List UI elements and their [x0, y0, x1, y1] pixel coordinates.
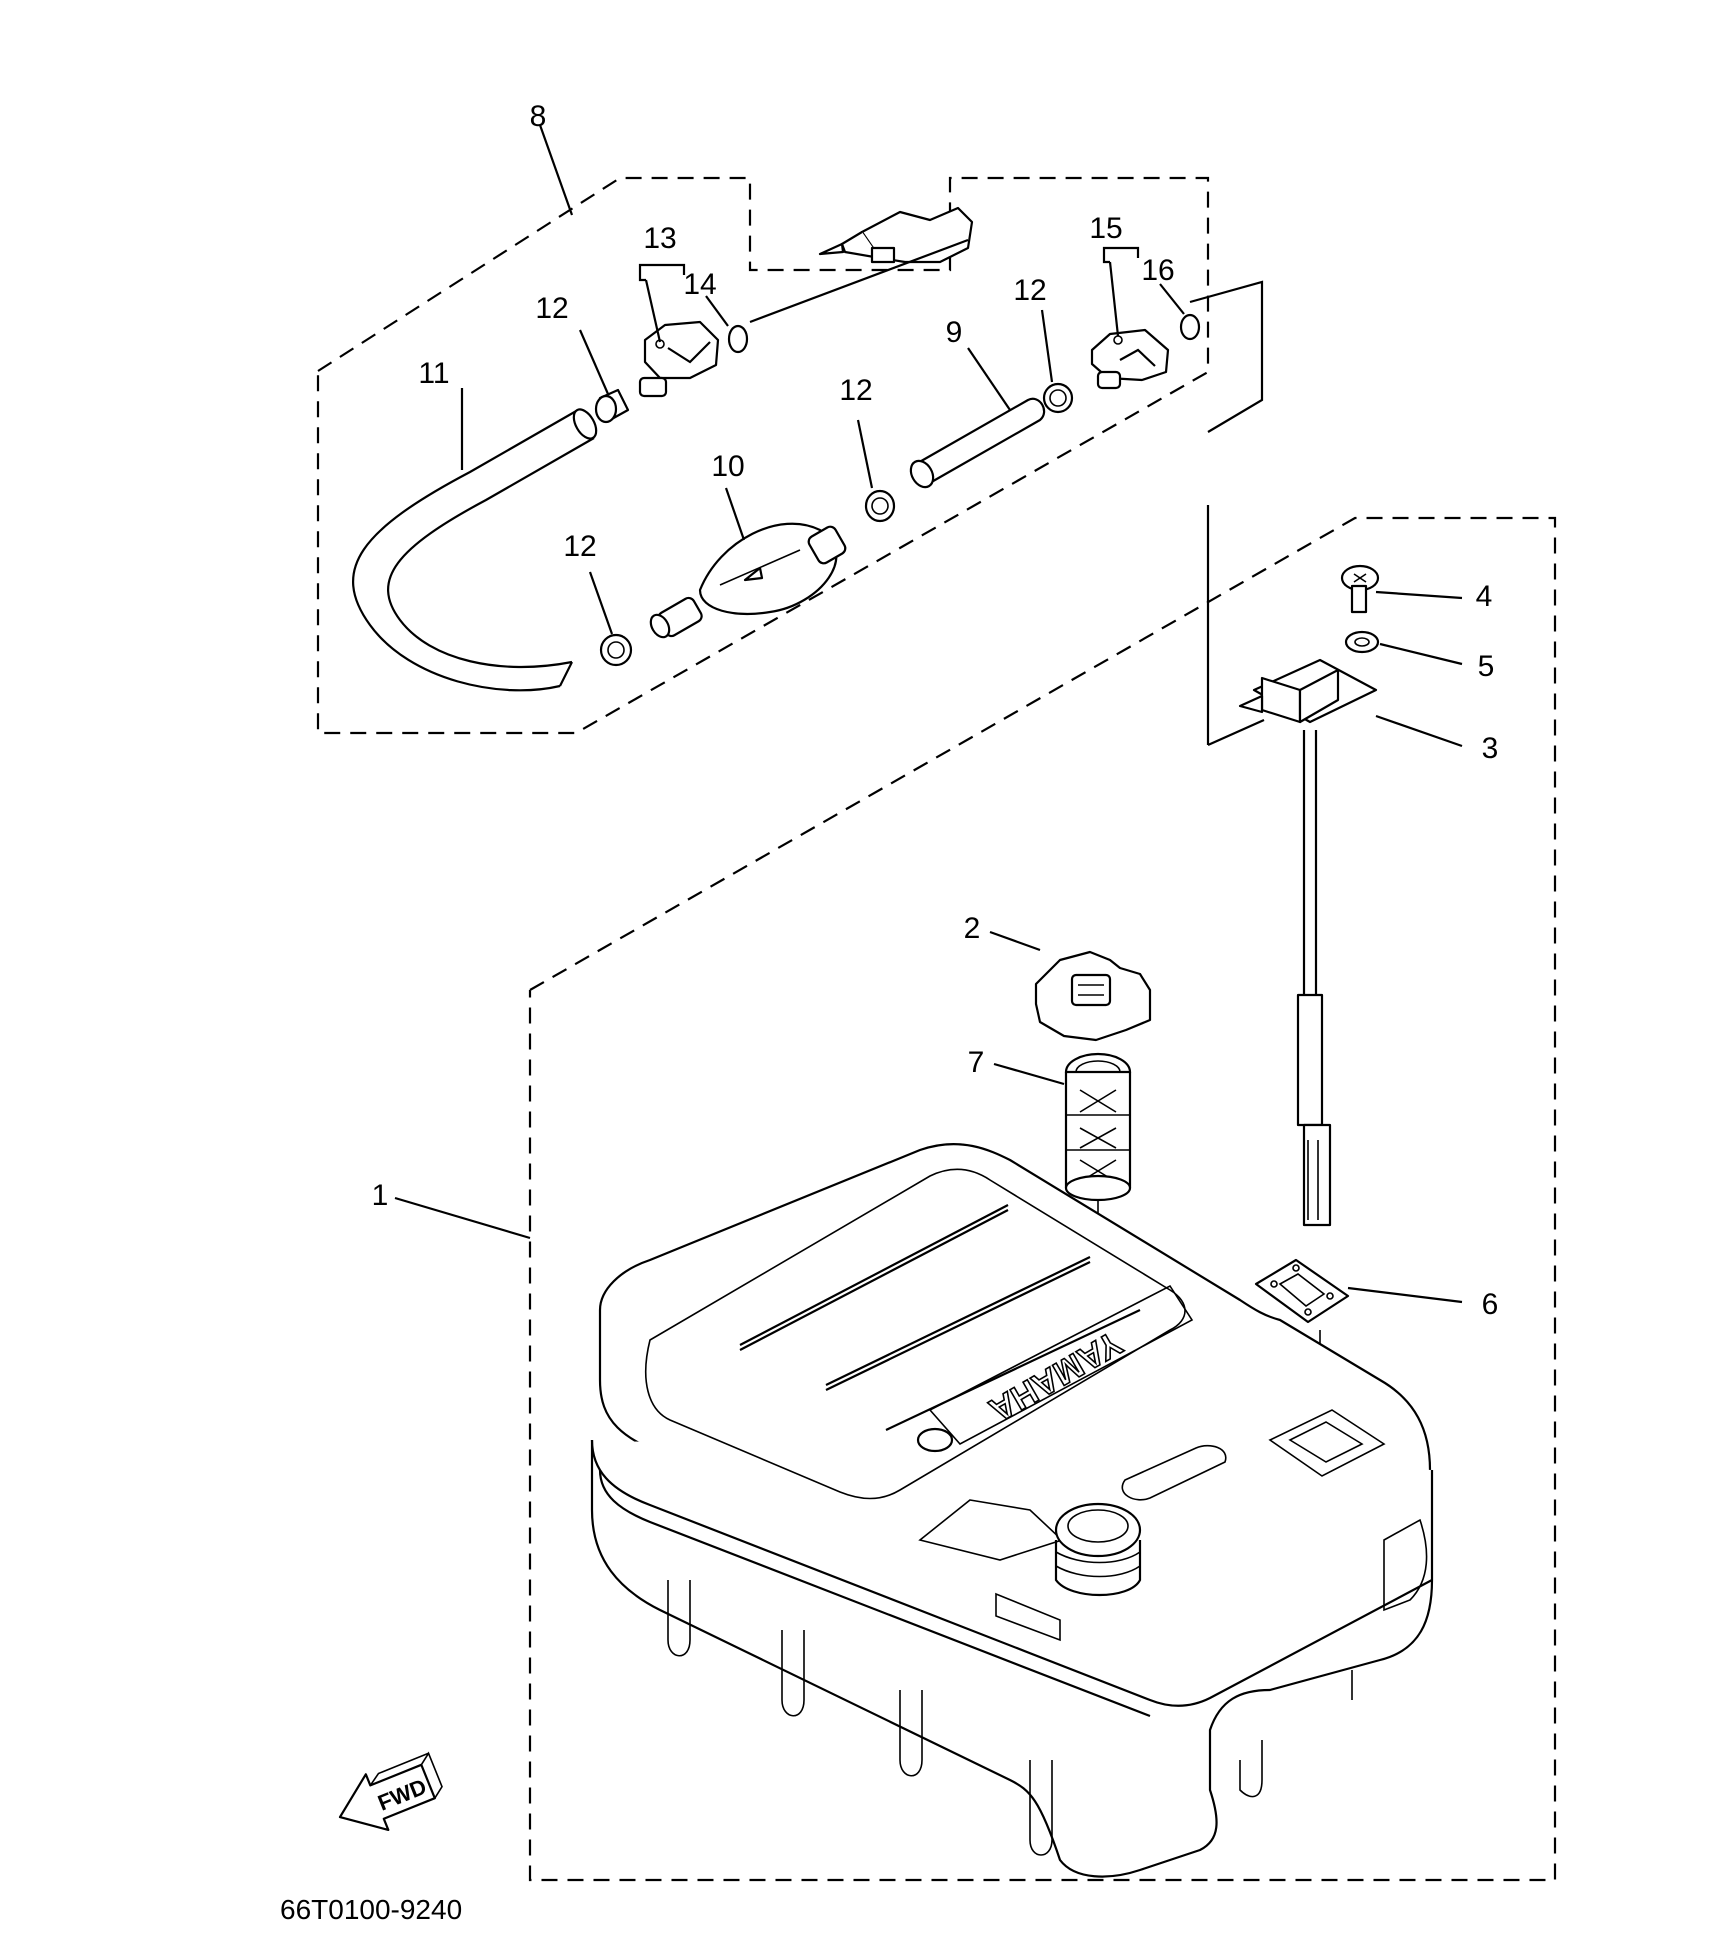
gasket-6: [1254, 1258, 1350, 1324]
callout-16: 16: [1141, 254, 1174, 287]
tank-side-connector: [1090, 328, 1170, 390]
hose-clip-12a: [594, 388, 630, 424]
engine-side-connector: [638, 320, 720, 398]
fwd-arrow-icon: FWD: [338, 1751, 443, 1832]
fuel-gauge-sender: [1206, 505, 1378, 1227]
callout-14: 14: [683, 268, 716, 301]
tank-assembly-group-outline: [528, 516, 1557, 1882]
fuel-hose-long: [352, 408, 598, 692]
callout-5: 5: [1478, 650, 1495, 683]
filler-cap: [1034, 950, 1152, 1042]
callout-2: 2: [964, 912, 981, 945]
callout-8: 8: [530, 100, 547, 133]
callout-labels: 1 2 3 4 5 6 7 8 9 10 11 12 12 12 12 13 1…: [372, 100, 1499, 1321]
screw-4: [1340, 564, 1380, 614]
hose-clip-12b: [1042, 382, 1074, 414]
callout-1: 1: [372, 1179, 389, 1212]
primer-bulb: [649, 522, 847, 639]
fuel-hose-short: [909, 397, 1046, 489]
callout-3: 3: [1482, 732, 1499, 765]
callout-12a: 12: [535, 292, 568, 325]
callout-13: 13: [643, 222, 676, 255]
washer-5: [1344, 630, 1380, 654]
hose-clip-12d: [599, 633, 633, 667]
callout-12b: 12: [1013, 274, 1046, 307]
callout-6: 6: [1482, 1288, 1499, 1321]
o-ring-16: [1179, 313, 1201, 341]
callout-15: 15: [1089, 212, 1122, 245]
leader-lines-hose: [460, 124, 1264, 635]
hose-clip-12c: [864, 489, 896, 523]
callout-12d: 12: [563, 530, 596, 563]
callout-10: 10: [711, 450, 744, 483]
callout-12c: 12: [839, 374, 872, 407]
callout-7: 7: [968, 1046, 985, 1079]
callout-4: 4: [1476, 580, 1493, 613]
fuel-tank: YAMAHA: [590, 1142, 1434, 1878]
leader-lines-tank: [394, 590, 1463, 1304]
o-ring-14: [727, 324, 749, 354]
callout-11: 11: [418, 357, 449, 390]
part-code: 66T0100-9240: [280, 1894, 462, 1925]
fuel-strainer: [1064, 1052, 1132, 1202]
fuel-joint-connector: [749, 206, 974, 324]
hose-assembly-group-outline: [316, 176, 1210, 735]
callout-9: 9: [946, 316, 963, 349]
